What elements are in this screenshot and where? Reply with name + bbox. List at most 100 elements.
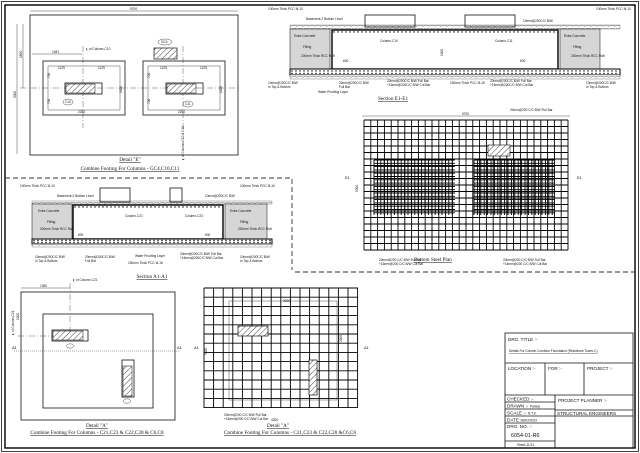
rebar-dot [210,206,212,208]
rebar-dot [439,72,441,75]
rebar-dot [333,31,335,33]
column-c23 [308,359,318,396]
raft-label-right: 200mm Thick RCC Raft [571,54,605,58]
rebar-dot [315,72,317,75]
rebar-dot [165,239,167,242]
tag-gc4: GC4 [161,40,168,44]
pcc-top-label-right: 100mm Thick PCC M-10 [240,184,275,188]
bar-16-cut-label: +16mm@200C/C B/W Cut Bar [180,256,224,260]
rebar-dot [391,72,393,75]
rebar-dot [37,241,39,244]
rebar-dot [299,70,301,72]
rebar-dot [158,206,160,208]
rebar-dot [607,72,609,75]
rebar-dot [339,72,341,75]
rebar-dot [125,241,127,244]
rebar-dot [415,70,417,72]
rebar-dot [311,72,313,75]
rebar-dot [395,70,397,72]
rebar-dot [74,206,76,208]
rebar-dot [133,239,135,242]
detail-a-right: 3000 4200 3400 2500 20mm@200 C/C B/W Ful… [194,287,370,436]
rebar-dot [467,70,469,72]
rebar-dot [241,241,243,244]
rebar-dot [323,70,325,72]
rebar-dot [357,31,359,33]
rebar-dot [349,31,351,33]
rebar-dot [97,239,99,242]
rebar-dot [257,241,259,244]
rebar-dot [82,206,84,208]
rebar-dot [505,31,507,33]
rebar-dot [126,206,128,208]
rebar-dot [221,241,223,244]
rebar-dot [347,70,349,72]
bar-10-right: 10mm@200C/C B/W [240,255,270,259]
rebar-dot [182,206,184,208]
tag-c10: C10 [65,100,71,104]
rebar-dot [515,70,517,72]
rebar-dot [547,70,549,72]
bar-10-top-bottom-left: in Top & Bottom [268,85,291,89]
rebar-dot [311,70,313,72]
rebar-dot [154,206,156,208]
rebar-dot [517,31,519,33]
rebar-dot [453,31,455,33]
rebar-dot [327,72,329,75]
rebar-dot [385,31,387,33]
title-block: DRG. TITLE :- Details For Column Combine… [504,332,634,449]
rebar-dot [337,31,339,33]
rebar-dot [575,70,577,72]
rebar-dot [551,70,553,72]
rebar-dot [202,206,204,208]
footing-outline [29,14,239,156]
rebar-dot [535,72,537,75]
bar-10-top-bottom-right: in Top & Bottom [240,259,263,263]
basement-label: Basement-2 Bottom Level [306,17,343,21]
rebar-dot [89,241,91,244]
rebar-dot [575,72,577,75]
rebar-dot [387,70,389,72]
rebar-dot [122,206,124,208]
rebar-dot [479,72,481,75]
rebar-dot [214,206,216,208]
date-label: DATE :- [507,418,523,423]
rebar-dot [491,72,493,75]
dim-1200: 1200 [440,49,444,56]
detail-a-left-caption: Detail "A" [86,423,108,429]
rebar-dot [351,70,353,72]
rebar-dot [69,241,71,244]
rebar-dot [106,206,108,208]
rebar-dot [579,70,581,72]
rebar-dot [493,31,495,33]
rebar-dot [603,70,605,72]
rebar-dot [401,31,403,33]
rebar-dot [319,70,321,72]
rebar-dot [567,72,569,75]
rebar-dot [543,72,545,75]
rebar-dot [477,31,479,33]
rebar-dot [615,72,617,75]
rebar-dot [459,70,461,72]
rebar-dot [185,239,187,242]
rebar-dot [57,241,59,244]
rebar-dot [545,31,547,33]
rebar-dot [423,70,425,72]
rebar-dot [527,70,529,72]
rebar-dot [417,31,419,33]
rebar-dot [149,239,151,242]
rebar-dot [395,72,397,75]
rebar-dot [435,70,437,72]
rebar-dot [587,70,589,72]
rebar-dot [553,31,555,33]
rebar-dot [487,70,489,72]
rebar-dot [98,206,100,208]
rebar-dot [375,72,377,75]
rebar-dot [335,70,337,72]
rebar-dot [33,239,35,242]
dim-width: 5700 [462,112,469,116]
rebar-dot [511,70,513,72]
rebar-dot [487,72,489,75]
rebar-dot [101,241,103,244]
rebar-dot [178,206,180,208]
